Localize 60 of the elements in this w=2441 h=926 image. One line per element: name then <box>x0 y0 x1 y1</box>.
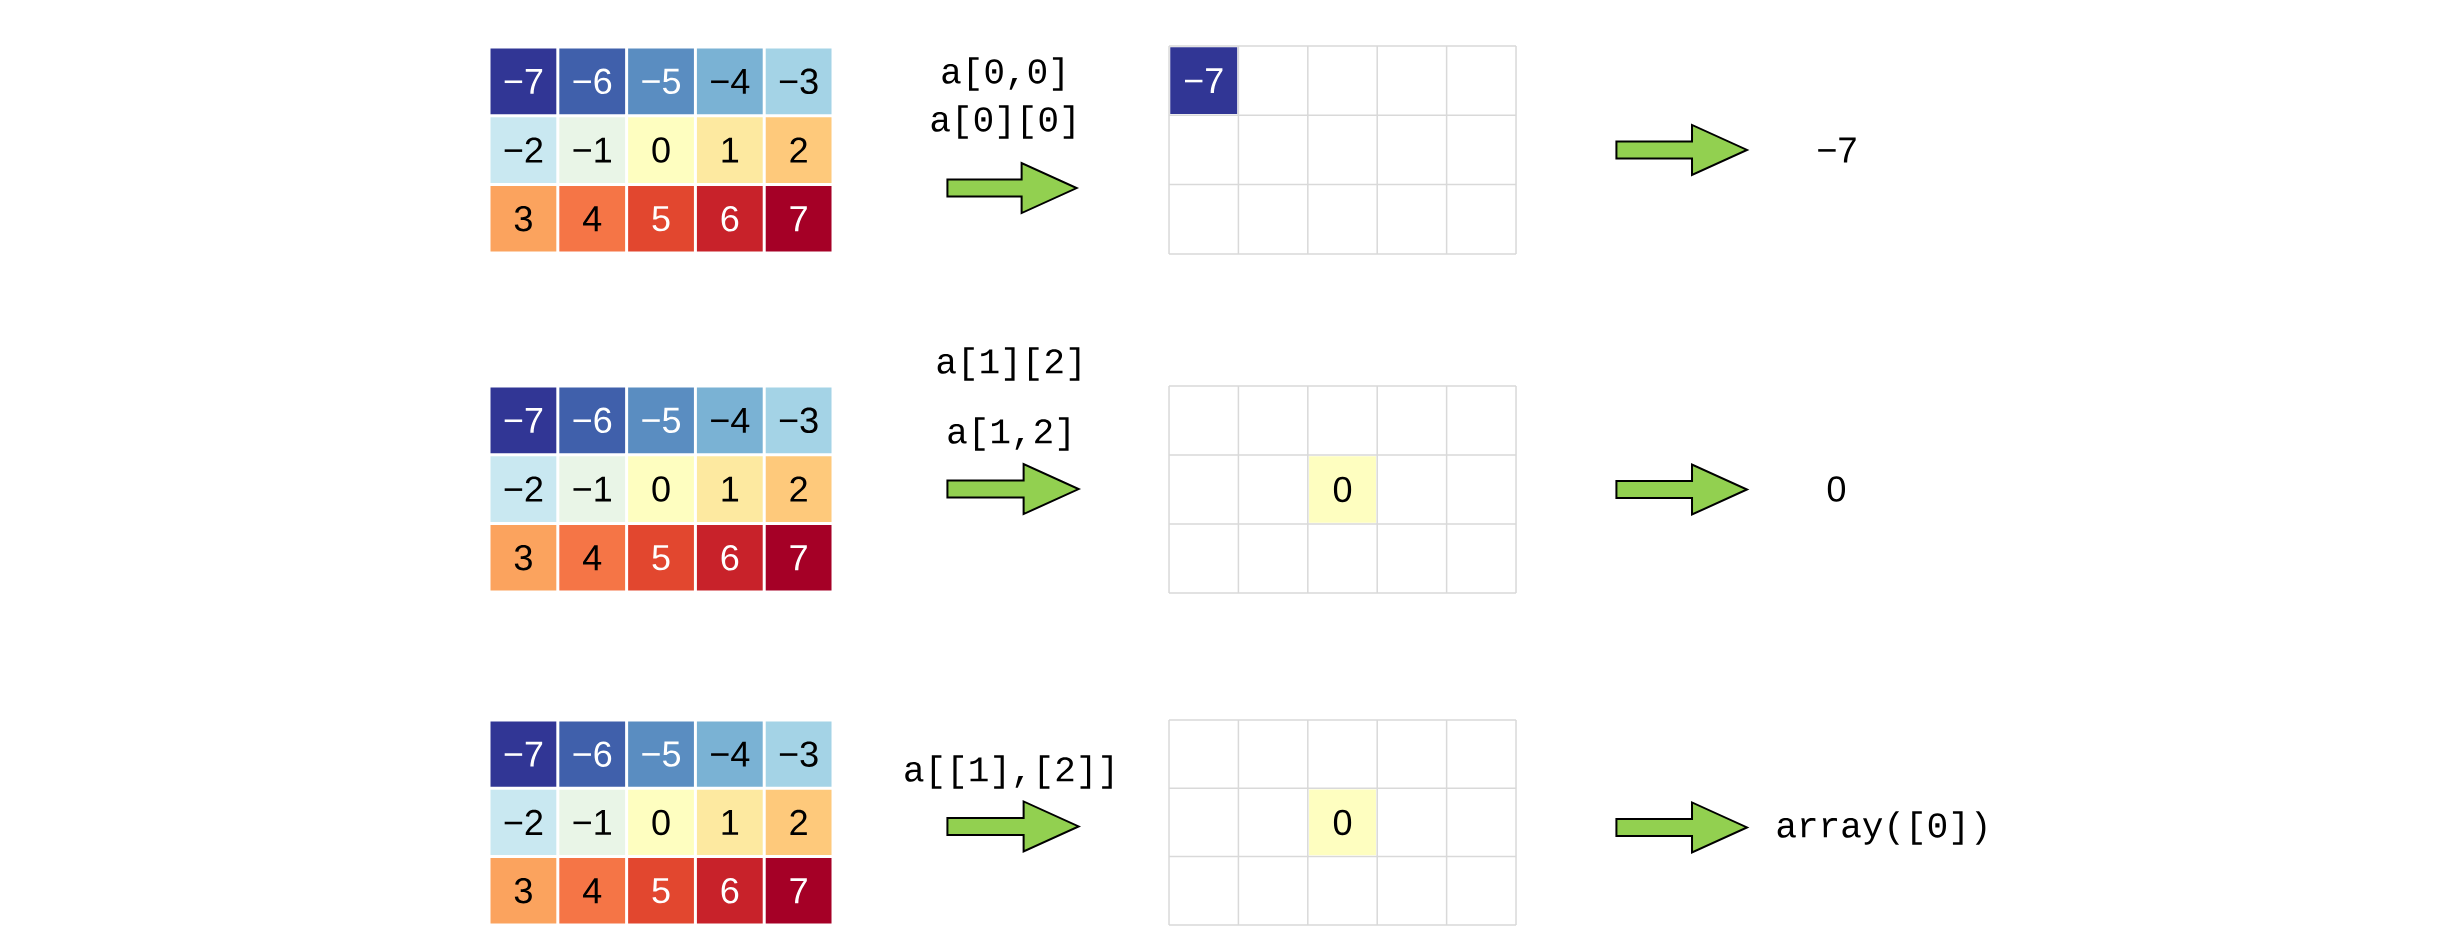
matrix-cell: 1 <box>696 789 763 856</box>
matrix-cell: 5 <box>628 185 694 252</box>
matrix-cell: −7 <box>490 387 557 454</box>
matrix-cell: 0 <box>1309 789 1376 856</box>
matrix-cell: 4 <box>559 185 626 252</box>
output-text: −7 <box>1818 137 1856 163</box>
matrix-cell: 6 <box>696 185 763 252</box>
block-arrow <box>1615 123 1750 177</box>
matrix-cell: 6 <box>696 524 763 591</box>
matrix-cell: 1 <box>696 117 763 183</box>
matrix-cell: 4 <box>559 524 626 591</box>
matrix-cell: −4 <box>696 387 763 454</box>
matrix-cell: 3 <box>490 185 557 252</box>
matrix-cell: −1 <box>559 456 626 522</box>
matrix-cell: −4 <box>696 721 763 787</box>
block-arrow <box>946 799 1082 853</box>
matrix-cell: 3 <box>490 524 557 591</box>
matrix-cell: −2 <box>490 456 557 522</box>
block-arrow <box>1615 462 1750 517</box>
matrix-cell: 5 <box>628 524 694 591</box>
matrix-cell: −6 <box>559 48 626 115</box>
matrix-cell: −2 <box>490 789 557 856</box>
edge-label: a[1][2] a[1,2] <box>937 347 1080 451</box>
matrix-cell: −1 <box>559 117 626 183</box>
matrix-cell: −5 <box>628 387 694 454</box>
matrix-cell: −3 <box>765 387 832 454</box>
matrix-cell: 4 <box>559 858 626 924</box>
block-arrow <box>946 462 1082 516</box>
matrix-cell: 0 <box>628 117 694 183</box>
matrix-cell: −7 <box>1170 47 1238 115</box>
matrix-cell: −3 <box>765 48 832 115</box>
matrix-cell: 7 <box>765 858 832 924</box>
edge-label: a[0,0] a[0][0] <box>931 57 1074 139</box>
matrix-cell: 3 <box>490 858 557 924</box>
matrix-cell: −5 <box>628 721 694 787</box>
matrix-cell: 7 <box>765 524 832 591</box>
matrix-cell: −6 <box>559 387 626 454</box>
output-text: array([0]) <box>1777 811 1986 845</box>
matrix-cell: 0 <box>1309 456 1376 523</box>
matrix-cell: 2 <box>765 789 832 856</box>
matrix-cell: 7 <box>765 185 832 252</box>
matrix-cell: −1 <box>559 789 626 856</box>
output-text: 0 <box>1827 476 1846 502</box>
block-arrow <box>946 161 1080 215</box>
matrix-cell: 2 <box>765 456 832 522</box>
matrix-cell: −3 <box>765 721 832 787</box>
matrix-cell: −2 <box>490 117 557 183</box>
matrix-cell: 1 <box>696 456 763 522</box>
block-arrow <box>1615 800 1750 854</box>
matrix-cell: −7 <box>490 721 557 787</box>
matrix-cell: −7 <box>490 48 557 115</box>
matrix-cell: −4 <box>696 48 763 115</box>
matrix-cell: −6 <box>559 721 626 787</box>
matrix-cell: 2 <box>765 117 832 183</box>
matrix-cell: 0 <box>628 456 694 522</box>
matrix-cell: 6 <box>696 858 763 924</box>
matrix-cell: 0 <box>628 789 694 856</box>
matrix-cell: −5 <box>628 48 694 115</box>
edge-label: a[[1],[2]] <box>905 755 1112 789</box>
matrix-cell: 5 <box>628 858 694 924</box>
